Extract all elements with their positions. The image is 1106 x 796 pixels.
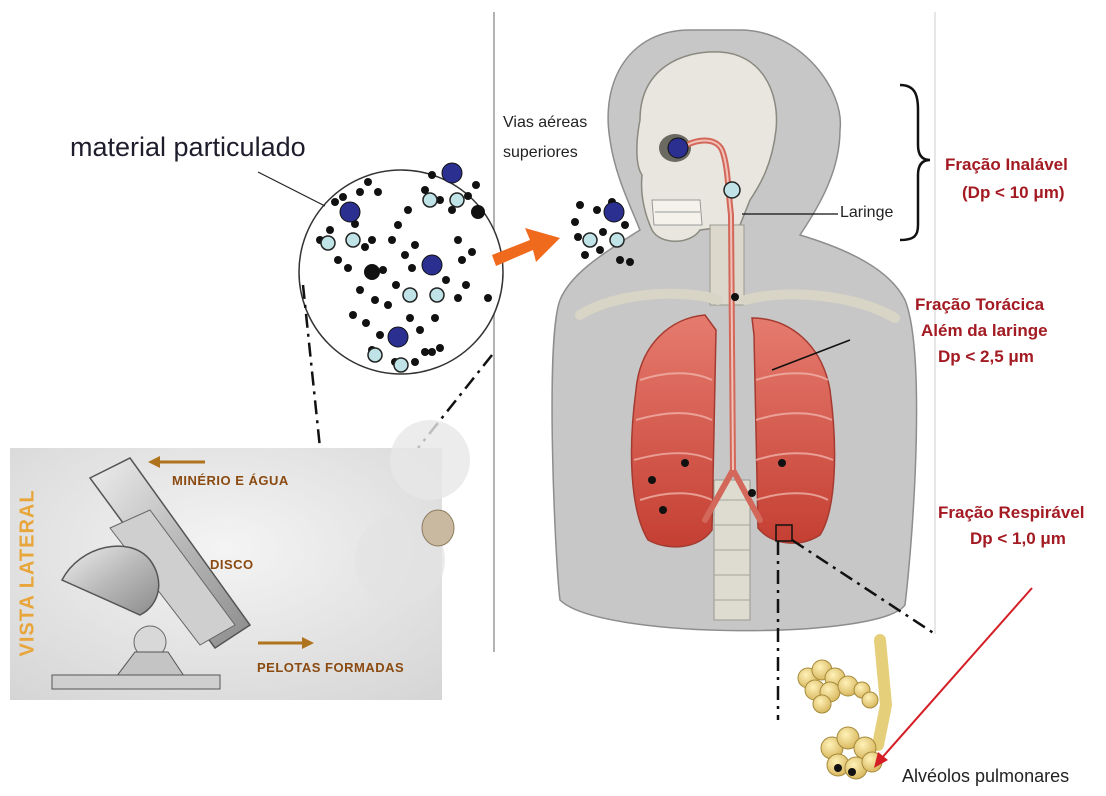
upper-airways-label-line1: Vias aéreas xyxy=(503,114,587,132)
larynx-label: Laringe xyxy=(840,204,893,222)
particle-larynx xyxy=(724,182,740,198)
inhalation-arrow xyxy=(492,228,560,266)
particle-lung xyxy=(659,506,667,514)
thoracic-fraction-title: Fração Torácica xyxy=(915,292,1044,318)
disc-label: DISCO xyxy=(210,557,254,572)
respirable-fraction-size: Dp < 1,0 μm xyxy=(970,526,1066,552)
particulate-label: material particulado xyxy=(70,132,306,163)
particulate-leader xyxy=(258,172,325,206)
spine xyxy=(714,480,750,620)
thoracic-fraction-desc: Além da laringe xyxy=(921,318,1048,344)
side-view-label: VISTA LATERAL xyxy=(17,497,40,657)
particle-lung xyxy=(648,476,656,484)
alveoli-label: Alvéolos pulmonares xyxy=(902,766,1069,787)
particle-nose xyxy=(668,138,688,158)
bronchiole xyxy=(878,640,886,745)
ore-water-label: MINÉRIO E ÁGUA xyxy=(172,473,289,488)
particle-trachea xyxy=(731,293,739,301)
neck xyxy=(710,225,744,305)
pellet-ball xyxy=(422,510,454,546)
particulate-circle xyxy=(258,163,503,374)
particle-lung xyxy=(748,489,756,497)
particle-lung xyxy=(681,459,689,467)
particle-alveolus xyxy=(848,768,856,776)
particle-lung xyxy=(778,459,786,467)
formed-pellets-label: PELOTAS FORMADAS xyxy=(257,660,404,675)
base xyxy=(52,675,220,689)
inhalable-fraction-title: Fração Inalável xyxy=(945,152,1068,178)
thoracic-fraction-size: Dp < 2,5 μm xyxy=(938,344,1034,370)
particle-alveolus xyxy=(834,764,842,772)
inhalable-fraction-size: (Dp < 10 μm) xyxy=(962,180,1065,206)
respirable-fraction-title: Fração Respirável xyxy=(938,500,1084,526)
inhalable-bracket xyxy=(900,85,930,240)
body-panel xyxy=(494,12,935,652)
upper-airways-label-line2: superiores xyxy=(503,144,578,162)
